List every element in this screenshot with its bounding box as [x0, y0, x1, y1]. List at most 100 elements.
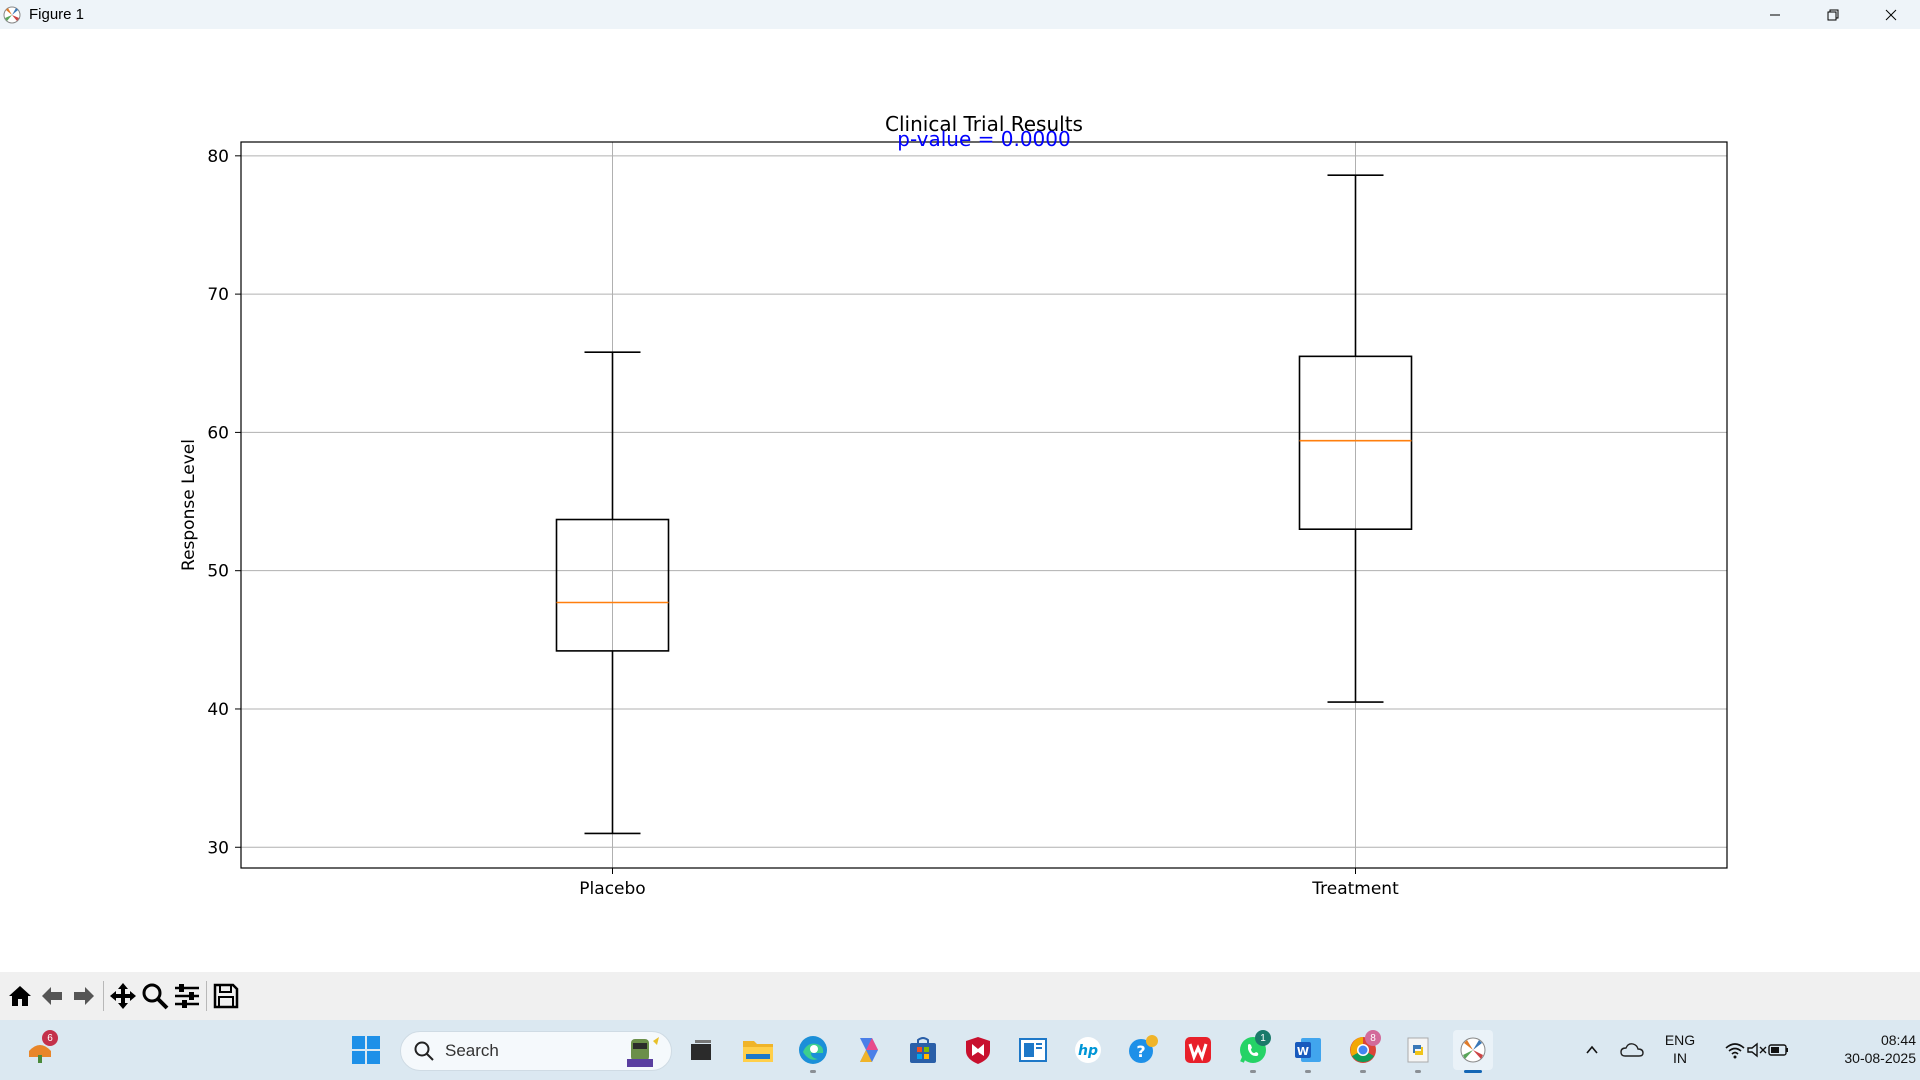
- save-icon: [213, 983, 239, 1009]
- copilot-icon: [860, 1038, 878, 1062]
- x-tick-label: Treatment: [1311, 879, 1399, 899]
- window-title: Figure 1: [29, 6, 85, 23]
- configure-subplots-button[interactable]: [171, 978, 203, 1014]
- windows-taskbar: 6 Search hp ? 1 W: [0, 1020, 1920, 1080]
- home-button[interactable]: [4, 978, 36, 1014]
- box-treatment: [1298, 174, 1413, 703]
- svg-text:W: W: [1297, 1045, 1309, 1058]
- tray-show-hidden[interactable]: [1572, 1030, 1612, 1070]
- mcafee-shield-icon: [966, 1037, 990, 1064]
- search-highlight-icon: [627, 1037, 659, 1067]
- microsoft-store-icon: [910, 1037, 936, 1063]
- search-icon: [414, 1041, 434, 1061]
- home-icon: [9, 986, 31, 1006]
- y-axis-label: Response Level: [179, 439, 199, 571]
- iqr-box: [1298, 355, 1413, 531]
- window-controls: [1746, 0, 1920, 29]
- tray-quick-settings[interactable]: [1716, 1030, 1798, 1070]
- minimize-button[interactable]: [1746, 0, 1804, 29]
- save-button[interactable]: [210, 978, 242, 1014]
- taskbar-news-app[interactable]: [1013, 1030, 1053, 1070]
- taskbar-hp[interactable]: hp: [1068, 1030, 1108, 1070]
- zoom-icon: [142, 983, 169, 1010]
- taskbar-start[interactable]: [346, 1030, 386, 1070]
- svg-text:?: ?: [1136, 1042, 1145, 1061]
- running-indicator: [1305, 1070, 1311, 1073]
- taskbar-file-explorer[interactable]: [738, 1030, 778, 1070]
- taskbar-whatsapp[interactable]: 1: [1233, 1030, 1273, 1073]
- region-code: IN: [1673, 1050, 1687, 1066]
- zoom-button[interactable]: [139, 978, 171, 1014]
- python-file-icon: [1407, 1037, 1429, 1063]
- close-icon: [1885, 9, 1897, 20]
- box-series: [555, 174, 1413, 835]
- windows-start-icon: [352, 1036, 380, 1064]
- taskbar-word[interactable]: W: [1288, 1030, 1328, 1073]
- taskbar-help[interactable]: ?: [1123, 1030, 1163, 1070]
- battery-icon: [1768, 1044, 1788, 1056]
- minimize-icon: [1770, 14, 1780, 15]
- volume-muted-icon: [1747, 1042, 1767, 1058]
- grid-lines: [241, 142, 1727, 868]
- running-indicator: [1415, 1070, 1421, 1073]
- search-label: Search: [445, 1041, 499, 1060]
- tray-language[interactable]: ENG IN: [1656, 1031, 1704, 1067]
- restore-button[interactable]: [1804, 0, 1862, 29]
- forward-button[interactable]: [68, 978, 100, 1014]
- y-tick-label: 80: [207, 147, 229, 167]
- language-code: ENG: [1664, 1032, 1696, 1048]
- taskbar-task-view[interactable]: [681, 1030, 721, 1070]
- taskbar-widgets[interactable]: 6: [20, 1030, 60, 1070]
- matplotlib-toolbar: [0, 972, 1920, 1020]
- wps-office-icon: [1185, 1037, 1211, 1063]
- y-tick-label: 60: [207, 423, 229, 443]
- taskbar-edge[interactable]: [793, 1030, 833, 1073]
- news-app-icon: [1019, 1038, 1047, 1062]
- edge-browser-icon: [799, 1036, 827, 1064]
- widgets-badge: 6: [42, 1030, 58, 1046]
- axes-frame: [240, 141, 1728, 869]
- restore-icon: [1827, 9, 1839, 20]
- back-icon: [42, 987, 62, 1005]
- whatsapp-badge: 1: [1255, 1030, 1271, 1046]
- matplotlib-app-icon: [3, 6, 21, 23]
- tray-onedrive[interactable]: [1612, 1030, 1652, 1070]
- close-button[interactable]: [1862, 0, 1920, 29]
- clock-date: 30-08-2025: [1844, 1050, 1916, 1066]
- hp-logo-icon: hp: [1075, 1037, 1101, 1063]
- taskbar-chrome[interactable]: 8: [1343, 1030, 1383, 1073]
- toolbar-separator: [206, 981, 207, 1011]
- iqr-box: [555, 518, 670, 652]
- y-axis-ticks: 30 40 50 60 70 80: [207, 147, 241, 858]
- task-view-icon: [691, 1040, 711, 1060]
- forward-icon: [74, 987, 94, 1005]
- chrome-badge: 8: [1365, 1030, 1381, 1046]
- back-button[interactable]: [36, 978, 68, 1014]
- pan-button[interactable]: [107, 978, 139, 1014]
- taskbar-wps[interactable]: [1178, 1030, 1218, 1070]
- active-indicator: [1464, 1070, 1482, 1073]
- taskbar-mcafee[interactable]: [958, 1030, 998, 1070]
- folder-icon: [743, 1041, 773, 1062]
- taskbar-store[interactable]: [903, 1030, 943, 1070]
- taskbar-copilot[interactable]: [848, 1030, 888, 1070]
- matplotlib-app-icon: [1460, 1037, 1486, 1063]
- tray-clock[interactable]: 08:44 30-08-2025: [1812, 1031, 1916, 1067]
- y-tick-label: 70: [207, 285, 229, 305]
- y-tick-label: 50: [207, 562, 229, 582]
- taskbar-search[interactable]: Search: [400, 1031, 672, 1071]
- taskbar-matplotlib[interactable]: [1453, 1030, 1493, 1073]
- box-placebo: [555, 351, 670, 835]
- running-indicator: [1360, 1070, 1366, 1073]
- taskbar-python[interactable]: [1398, 1030, 1438, 1073]
- y-tick-label: 30: [207, 838, 229, 858]
- y-tick-label: 40: [207, 700, 229, 720]
- word-icon: W: [1295, 1038, 1321, 1062]
- svg-text:hp: hp: [1078, 1043, 1098, 1059]
- chart-title: Clinical Trial Results: [885, 112, 1083, 136]
- toolbar-separator: [103, 981, 104, 1011]
- running-indicator: [1250, 1070, 1256, 1073]
- get-help-icon: ?: [1129, 1035, 1158, 1063]
